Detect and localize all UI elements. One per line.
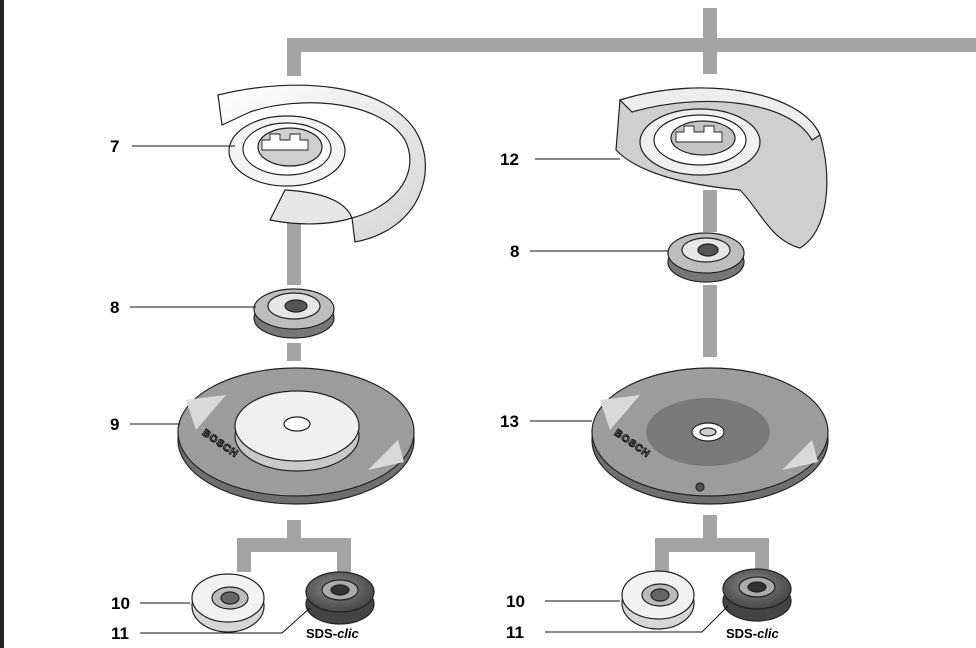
right-flange	[667, 232, 745, 283]
leader-lines	[130, 145, 729, 634]
left-guard	[217, 84, 427, 243]
callout-11-right: 11	[506, 623, 524, 642]
callout-9: 9	[110, 415, 119, 434]
callout-13: 13	[500, 412, 519, 431]
callout-12: 12	[500, 150, 519, 169]
left-disc: BOSCH	[177, 367, 415, 505]
right-quick-nut	[722, 568, 792, 622]
callout-10-right: 10	[506, 592, 525, 611]
right-clamping-nut	[621, 570, 695, 630]
callout-10-left: 10	[111, 594, 130, 613]
right-disc: BOSCH	[591, 367, 829, 505]
left-sds-label: SDS-clic	[306, 626, 360, 641]
left-clamping-nut	[191, 573, 265, 633]
callout-8-left: 8	[110, 298, 119, 317]
left-flange	[253, 288, 335, 339]
left-quick-nut	[305, 571, 375, 625]
right-guard	[615, 87, 828, 249]
callout-11-left: 11	[111, 624, 129, 643]
right-sds-label: SDS-clic	[726, 626, 780, 641]
callout-8-right: 8	[510, 242, 519, 261]
callout-7: 7	[110, 137, 119, 156]
